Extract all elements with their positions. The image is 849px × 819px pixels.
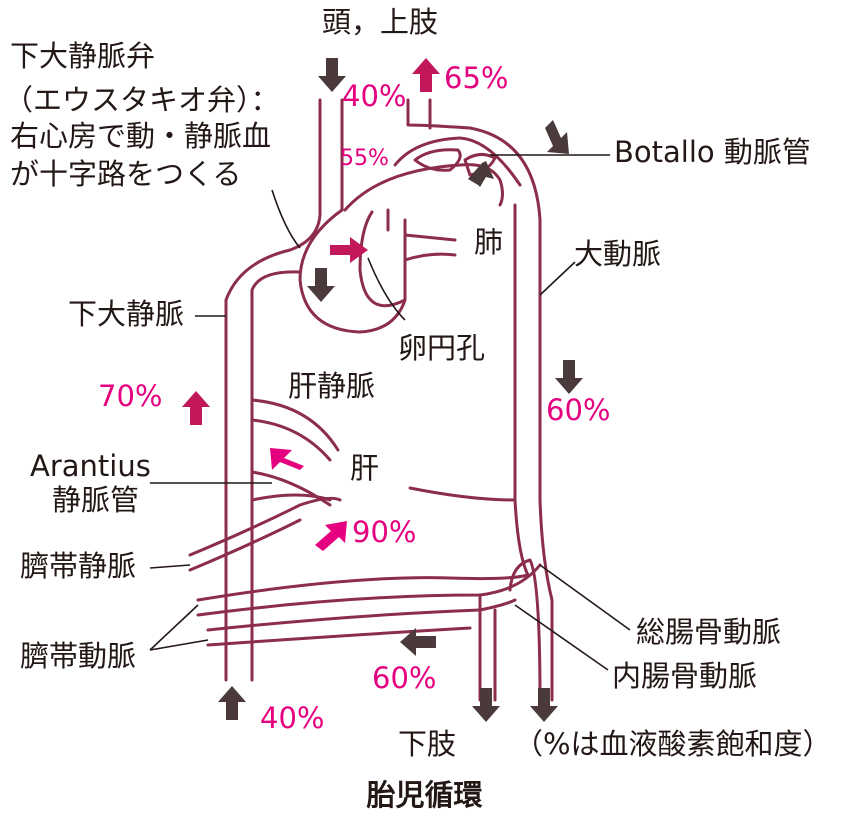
label-ivc-valve-2: （エウスタキオ弁）： [4, 83, 280, 117]
arrow-down-icon [555, 360, 583, 394]
arrow-down-icon [472, 688, 500, 722]
leader-umbilical-artery-1 [149, 604, 199, 651]
hepatic-vein-upper [250, 398, 340, 452]
arrow-left-icon [400, 628, 436, 656]
label-head: 頭，上肢 [322, 5, 439, 39]
label-arantius-2: 静脈管 [52, 483, 140, 517]
pct-svc: 40% [342, 79, 407, 113]
pct-umbilical-vein: 90% [352, 515, 417, 549]
label-note: （%は血液酸素飽和度） [514, 727, 832, 761]
label-internal-iliac: 内腸骨動脈 [612, 659, 758, 693]
label-lower-limb: 下肢 [398, 727, 457, 761]
pct-ascending: 65% [444, 61, 509, 95]
ductus-arteriosus [393, 136, 522, 187]
aorta-wall [513, 203, 530, 577]
leader-umbilical-vein [149, 564, 191, 569]
leader-aorta [539, 261, 576, 296]
umbilical-artery-4 [206, 626, 472, 647]
diagram-title: 胎児循環 [366, 778, 483, 812]
pulmonary-vein-2 [403, 252, 457, 262]
umbilical-artery-2 [196, 563, 542, 617]
leader-ivc-valve [271, 189, 301, 249]
arrow-down-icon [307, 268, 335, 302]
label-ivc-valve-1: 下大静脈弁 [10, 39, 156, 73]
right-atrium [298, 208, 407, 334]
hepatic-vein-lower [250, 418, 332, 462]
label-ivc-valve-3: 右心房で動・静脈血 [10, 119, 272, 153]
arrow-down-icon [530, 688, 558, 722]
umbilical-vein-2 [188, 518, 302, 572]
ivc-inner [250, 270, 302, 682]
left-atrium [358, 210, 407, 308]
common-iliac-loop [508, 558, 542, 702]
leader-common-iliac [539, 564, 631, 631]
arrow-right-icon [330, 237, 368, 263]
label-ivc: 下大静脈 [68, 297, 185, 331]
pulmonary-trunk [343, 163, 504, 212]
pct-ivc: 70% [98, 379, 163, 413]
arrow-up-icon [182, 391, 210, 425]
arrow-diagonal-icon [270, 448, 304, 470]
label-botallo: Botallo 動脈管 [614, 135, 811, 169]
pink-arrows [182, 58, 440, 551]
pct-right-atrium: 55% [340, 146, 389, 171]
umbilical-artery-3 [206, 598, 517, 632]
label-umbilical-artery: 臍帯動脈 [20, 639, 137, 673]
umbilical-vein [188, 496, 342, 557]
label-foramen-ovale: 卵円孔 [398, 331, 486, 365]
label-aorta: 大動脈 [574, 237, 662, 271]
label-arantius-1: Arantius [30, 449, 151, 483]
arrow-down-icon [318, 58, 346, 92]
pct-lower-ivc: 40% [260, 701, 325, 735]
pct-umbilical-artery: 60% [372, 661, 437, 695]
label-common-iliac: 総腸骨動脈 [636, 615, 782, 649]
arrow-up-icon [218, 686, 246, 720]
arrow-diagonal-icon [315, 521, 347, 551]
label-ivc-valve-4: が十字路をつくる [10, 157, 242, 191]
leader-internal-iliac [514, 604, 609, 671]
leader-umbilical-artery-2 [149, 639, 209, 651]
pulmonary-vein [403, 233, 457, 242]
dark-arrows [218, 58, 583, 722]
svc-vessel [224, 98, 322, 682]
liver-lower [408, 486, 517, 502]
label-umbilical-vein: 臍帯静脈 [20, 549, 137, 583]
umbilical-artery-1 [196, 573, 530, 602]
label-lung: 肺 [474, 225, 504, 259]
arrow-diagonal-icon [468, 161, 494, 187]
label-hepatic-vein: 肝静脈 [288, 369, 376, 403]
aortic-arch-outer [406, 98, 554, 702]
leader-foramen [367, 257, 406, 321]
arrow-diagonal-icon [545, 120, 569, 154]
label-liver: 肝 [350, 451, 380, 485]
ductus-inner [413, 148, 462, 172]
arrow-up-icon [412, 58, 440, 92]
pct-aorta-desc: 60% [546, 393, 611, 427]
